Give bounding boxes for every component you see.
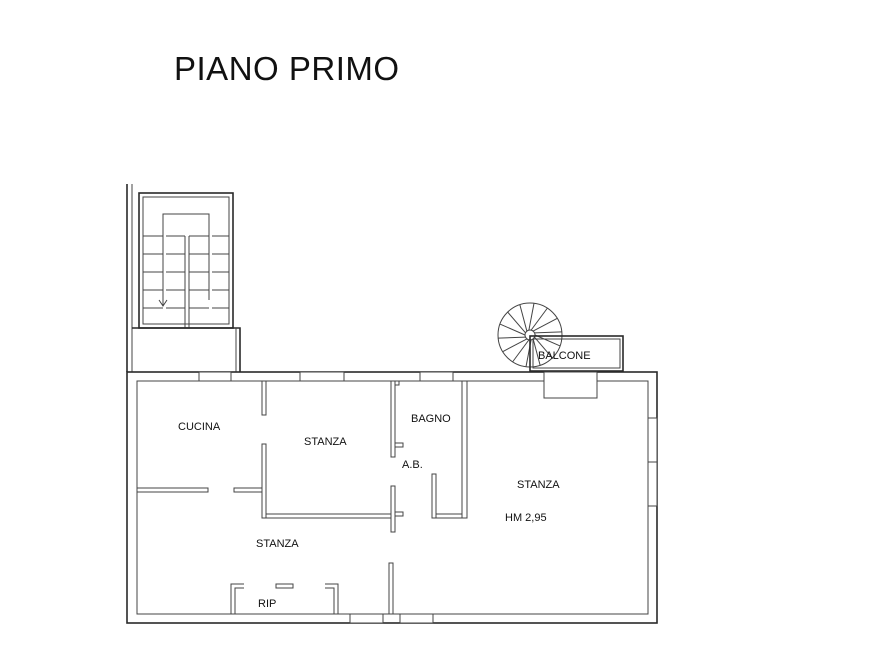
- room-label-stanza-top: STANZA: [304, 436, 347, 448]
- room-label-stanza-bottom: STANZA: [256, 538, 299, 550]
- room-height-label: HM 2,95: [505, 512, 547, 524]
- staircase: [126, 184, 241, 372]
- room-label-balcone: BALCONE: [538, 350, 591, 362]
- interior-walls: [136, 380, 468, 615]
- balcony: BALCONE: [529, 335, 624, 372]
- room-label-ab: A.B.: [402, 459, 423, 471]
- room-label-bagno: BAGNO: [411, 413, 451, 425]
- room-label-cucina: CUCINA: [178, 421, 221, 433]
- plan-title: PIANO PRIMO: [174, 50, 400, 87]
- outer-walls: [126, 371, 658, 624]
- room-label-stanza-right: STANZA: [517, 479, 560, 491]
- room-label-rip: RIP: [258, 598, 276, 610]
